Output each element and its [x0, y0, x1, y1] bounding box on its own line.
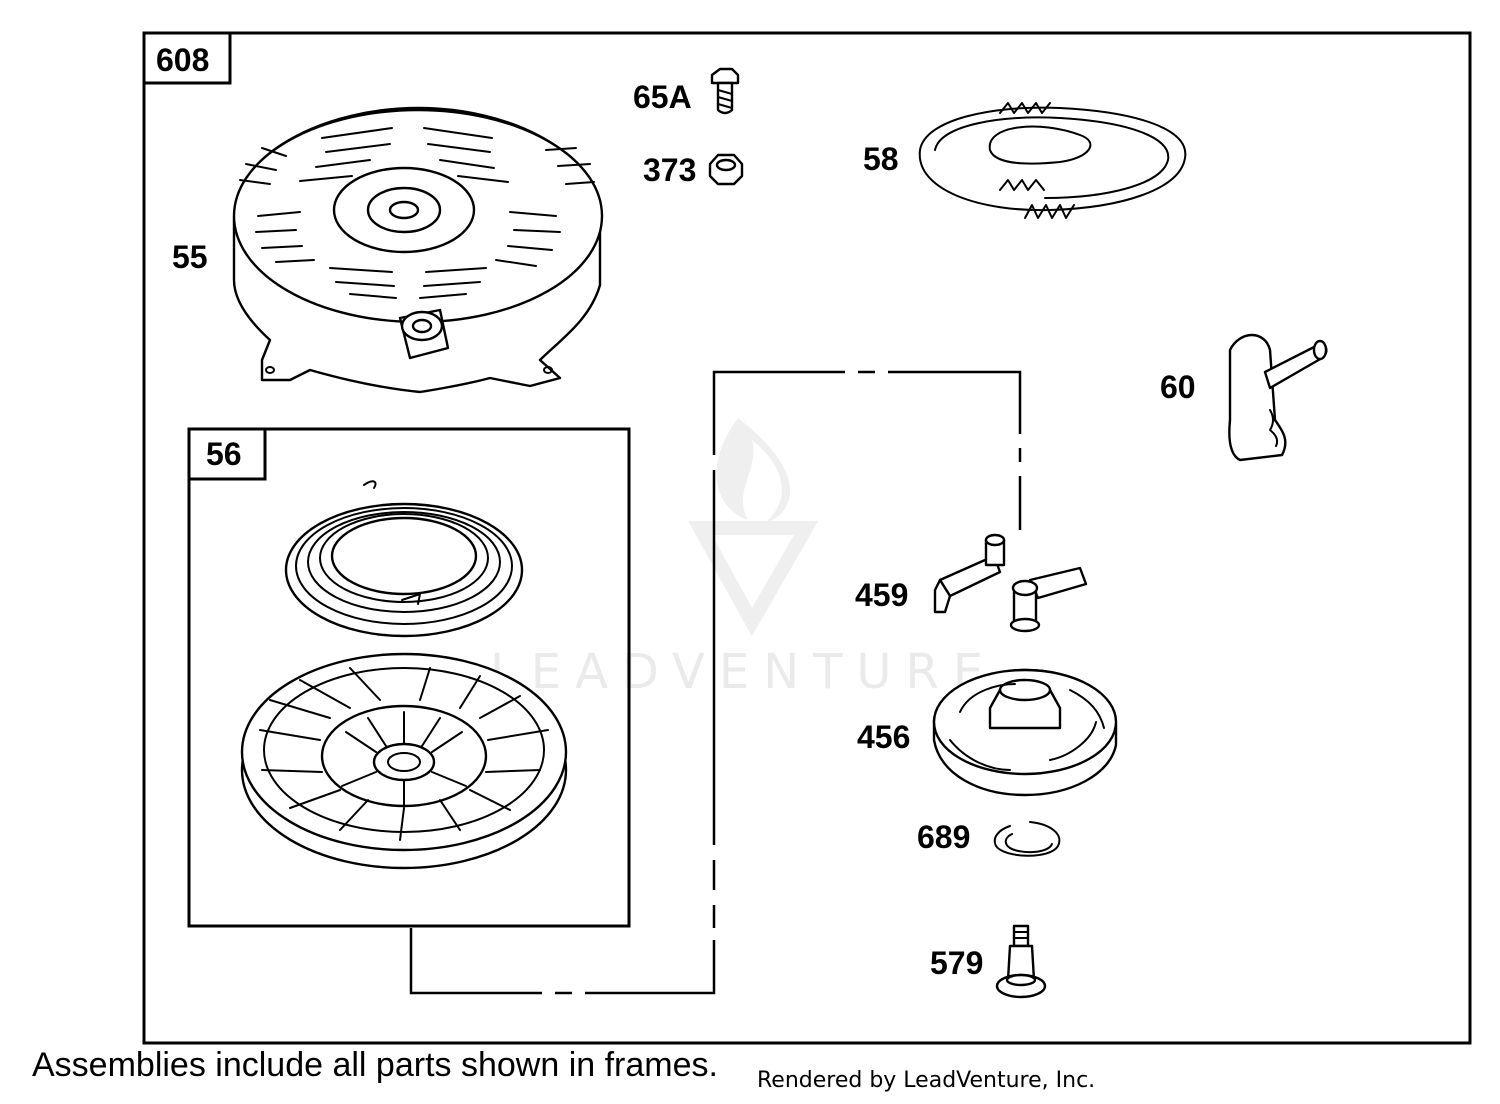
recoil-spring-drawing	[284, 480, 524, 638]
starter-handle-60-drawing	[1228, 333, 1328, 462]
part-label-65a: 65A	[633, 79, 692, 115]
part-label-55: 55	[172, 239, 208, 275]
frame-label-56: 56	[206, 436, 242, 472]
frame-label-box-56	[187, 427, 267, 481]
assembly-frame-56	[187, 427, 631, 928]
part-label-459: 459	[855, 577, 908, 613]
part-label-579: 579	[930, 945, 983, 981]
leadventure-watermark: LEADVENTURE	[490, 418, 997, 700]
retaining-ring-689-drawing	[993, 821, 1061, 857]
assemblies-footnote: Assemblies include all parts shown in fr…	[32, 1046, 718, 1084]
starter-dog-459-drawing	[933, 533, 1088, 633]
part-label-60: 60	[1160, 369, 1196, 405]
part-label-689: 689	[917, 819, 970, 855]
part-label-58: 58	[863, 141, 899, 177]
assembly-connector-lines	[409, 370, 1022, 995]
starter-pulley-drawing	[240, 652, 568, 870]
bolt-65a-drawing	[710, 67, 740, 115]
watermark-text: LEADVENTURE	[490, 644, 997, 700]
frame-label-608: 608	[156, 42, 209, 78]
retainer-456-drawing	[932, 668, 1118, 797]
part-label-456: 456	[857, 719, 910, 755]
starter-rope-58-drawing	[918, 102, 1187, 219]
frame-label-box-608	[142, 31, 232, 85]
nut-373-drawing	[708, 153, 744, 186]
rendered-by-credit: Rendered by LeadVenture, Inc.	[757, 1068, 1096, 1093]
screw-579-drawing	[995, 924, 1047, 999]
part-label-373: 373	[643, 152, 696, 188]
assembly-frame-608	[142, 31, 1472, 1045]
starter-housing-55-drawing	[232, 106, 604, 394]
